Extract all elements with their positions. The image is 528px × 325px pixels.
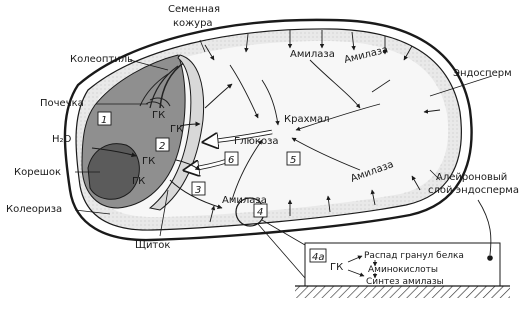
- endosperm-label: Эндосперм: [453, 68, 512, 79]
- root-shape: [88, 144, 139, 200]
- inset-line2: Аминокислоты: [368, 265, 438, 275]
- water-label: H₂O: [52, 134, 72, 145]
- inset-label: 4a: [312, 252, 325, 263]
- hormone-label: ГК: [132, 176, 145, 187]
- starch-label: Крахмал: [284, 114, 330, 125]
- inset-line3: Синтез амилазы: [366, 277, 444, 287]
- inset-dot: [487, 255, 493, 261]
- step-number: 3: [195, 185, 201, 196]
- step-number: 6: [228, 155, 234, 166]
- coleorhiza-label: Колеориза: [6, 204, 62, 215]
- seed-coat-label: Семенная: [168, 4, 220, 15]
- inset-base: [295, 286, 510, 298]
- magnifier-lines: [258, 220, 305, 278]
- inset-hormone: ГК: [330, 262, 343, 273]
- aleurone-label-2: слой эндосперма: [428, 185, 519, 196]
- seed-coat-label-2: кожура: [173, 18, 213, 29]
- inset-line1: Распад гранул белка: [364, 251, 464, 261]
- step-number: 4: [257, 207, 263, 218]
- step-number: 5: [290, 155, 296, 166]
- hormone-label: ГК: [142, 156, 155, 167]
- amylase-label-top1: Амилаза: [290, 49, 335, 60]
- glucose-label: Глюкоза: [234, 136, 279, 147]
- bud-label: Почечка: [40, 98, 84, 109]
- aleurone-label: Алейроновый: [436, 172, 507, 183]
- step-number: 1: [101, 115, 107, 126]
- coleoptile-label: Колеоптиль: [70, 54, 133, 65]
- hormone-label: ГК: [152, 110, 165, 121]
- step-number: 2: [159, 141, 165, 152]
- root-label: Корешок: [14, 167, 61, 178]
- scutellum-label: Щиток: [135, 240, 170, 251]
- hormone-label: ГК: [170, 124, 183, 135]
- amylase-label-bottom: Амилаза: [222, 195, 267, 206]
